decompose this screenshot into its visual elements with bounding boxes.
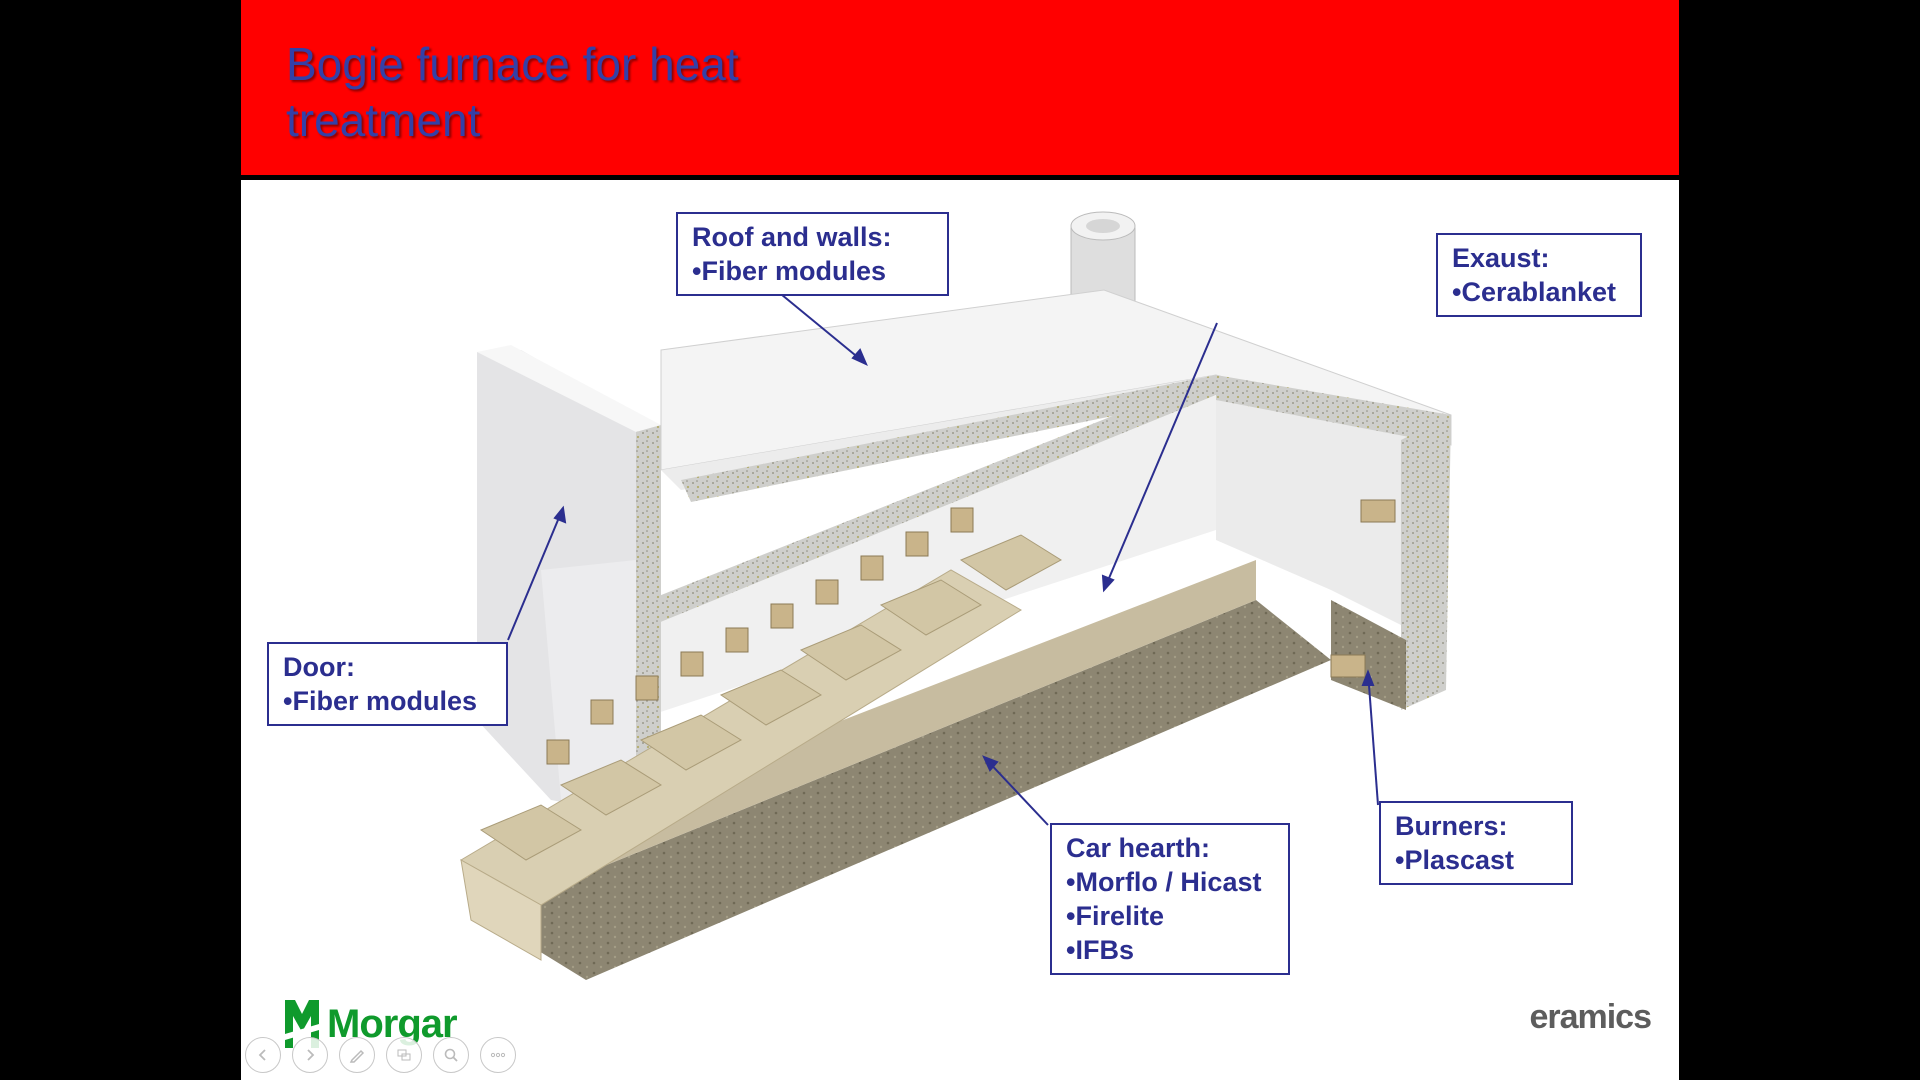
see-all-slides-button[interactable] xyxy=(386,1037,422,1073)
slides-icon xyxy=(397,1049,411,1061)
callout-car-hearth: Car hearth: •Morflo / Hicast •Firelite •… xyxy=(1050,823,1290,975)
car-hearth xyxy=(459,534,1331,980)
next-icon xyxy=(307,1049,315,1061)
callout-item: •Fiber modules xyxy=(692,256,886,286)
more-icon xyxy=(490,1052,506,1058)
title-bar: Bogie furnace for heat treatment xyxy=(241,0,1679,180)
pen-icon xyxy=(349,1049,365,1063)
presenter-toolbar xyxy=(245,1037,516,1073)
callout-item: •Morflo / Hicast xyxy=(1066,867,1262,897)
callout-item: •Cerablanket xyxy=(1452,277,1617,307)
callout-heading: Exaust: xyxy=(1452,243,1550,273)
burner-blocks xyxy=(546,499,1396,765)
callout-heading: Burners: xyxy=(1395,811,1508,841)
callout-heading: Car hearth: xyxy=(1066,833,1211,863)
callout-heading: Roof and walls: xyxy=(692,222,892,252)
slide: Bogie furnace for heat treatment xyxy=(241,0,1679,1080)
next-slide-button[interactable] xyxy=(292,1037,328,1073)
callout-item: •Firelite xyxy=(1066,901,1164,931)
ceramics-logo: eramics xyxy=(1529,998,1652,1036)
zoom-icon xyxy=(444,1048,458,1062)
slide-title: Bogie furnace for heat treatment xyxy=(286,38,739,146)
previous-slide-button[interactable] xyxy=(245,1037,281,1073)
callout-burners: Burners: •Plascast xyxy=(1379,801,1573,885)
callout-item: •IFBs xyxy=(1066,935,1134,965)
morgan-logo-icon xyxy=(285,1000,319,1048)
callout-item: •Plascast xyxy=(1395,845,1515,875)
zoom-button[interactable] xyxy=(433,1037,469,1073)
previous-icon xyxy=(258,1049,266,1061)
more-options-button[interactable] xyxy=(480,1037,516,1073)
pen-tool-button[interactable] xyxy=(339,1037,375,1073)
callout-item: •Fiber modules xyxy=(283,686,477,716)
callout-exhaust: Exaust: •Cerablanket xyxy=(1436,233,1642,317)
furnace-illustration xyxy=(459,211,1452,980)
callout-door: Door: •Fiber modules xyxy=(267,642,508,726)
callout-heading: Door: xyxy=(283,652,355,682)
furnace-end-wall xyxy=(1331,415,1451,710)
callout-roof-and-walls: Roof and walls: •Fiber modules xyxy=(676,212,949,296)
